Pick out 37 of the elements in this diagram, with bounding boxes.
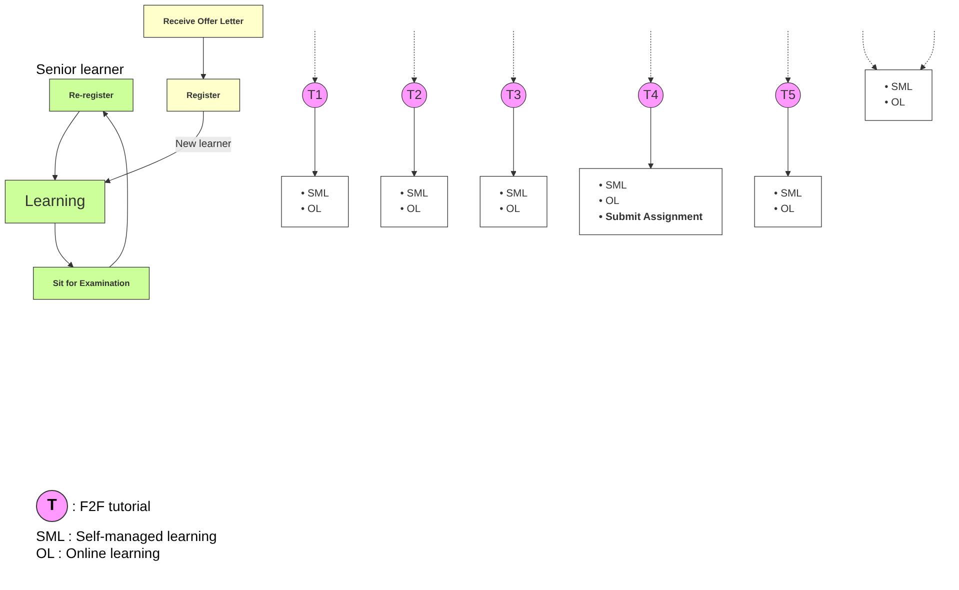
arrow	[785, 107, 791, 177]
group-label: Senior learner	[36, 61, 124, 77]
abbreviation-note: OL : Online learning	[36, 545, 161, 561]
node-box	[380, 176, 448, 228]
arrow	[648, 107, 654, 169]
node-box	[754, 176, 822, 228]
arrow	[510, 30, 516, 83]
node-circle	[302, 82, 328, 108]
node-box	[49, 78, 134, 112]
node-circle	[638, 82, 664, 108]
node-box	[33, 266, 150, 300]
node-box	[143, 4, 264, 38]
legend-circle: T	[36, 490, 68, 522]
node-box	[864, 69, 932, 121]
legend-text: : F2F tutorial	[72, 498, 151, 514]
arrow	[510, 107, 516, 177]
arrow	[102, 110, 128, 268]
arrow	[54, 222, 74, 268]
node-box	[480, 176, 548, 228]
arrow	[785, 30, 791, 83]
node-box	[281, 176, 349, 228]
node-box	[579, 168, 722, 236]
node-box	[4, 180, 106, 224]
node-circle	[401, 82, 427, 108]
arrow	[312, 30, 318, 83]
arrow	[862, 30, 878, 70]
node-circle	[500, 82, 526, 108]
arrow	[411, 107, 418, 177]
arrow	[648, 30, 654, 83]
arrow	[52, 110, 80, 180]
arrow	[920, 30, 935, 70]
abbreviation-note: SML : Self-managed learning	[36, 528, 217, 544]
arrow	[312, 107, 318, 177]
arrow	[200, 37, 206, 80]
node-box	[166, 78, 240, 112]
arrow	[411, 30, 418, 83]
node-circle	[775, 82, 801, 108]
